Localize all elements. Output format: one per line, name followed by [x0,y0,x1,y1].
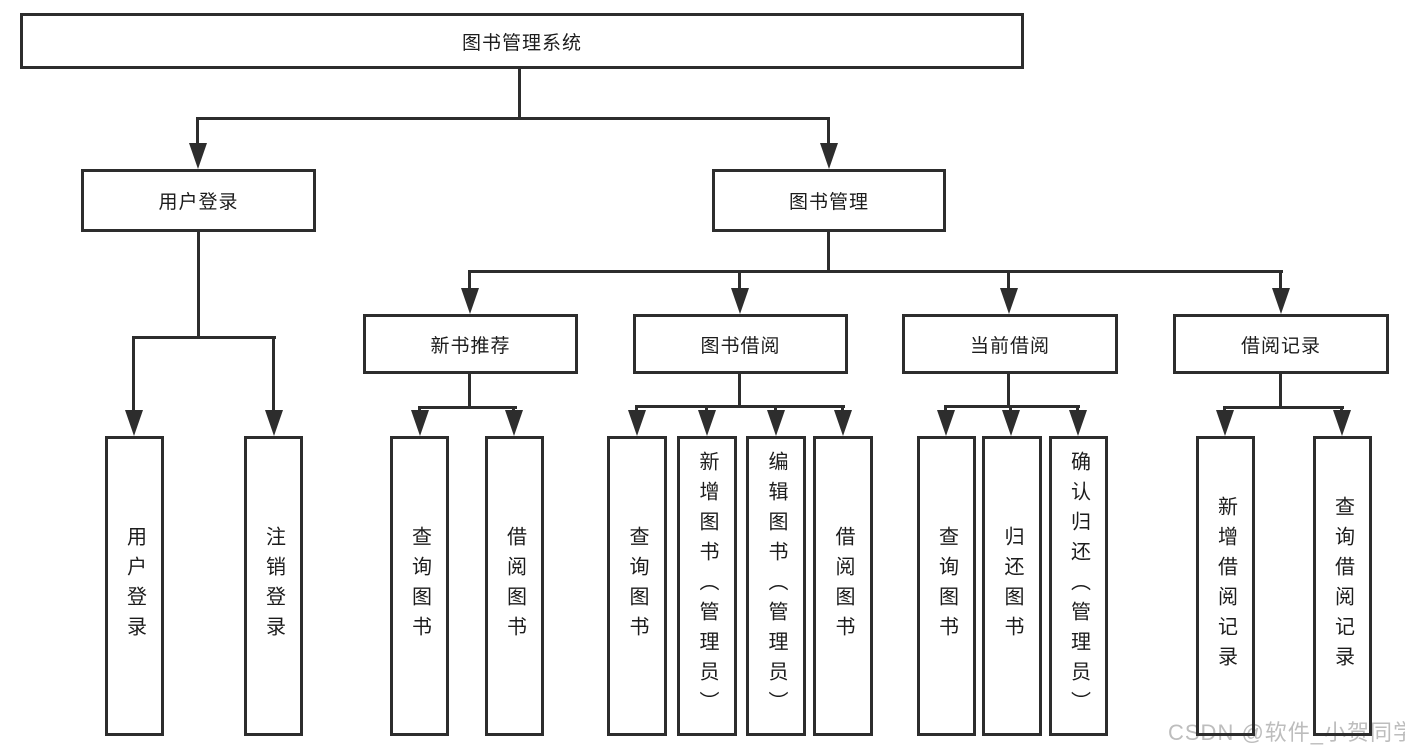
connector-stem [944,405,947,414]
connector-stem [468,270,471,292]
arrowhead-icon [1002,410,1020,436]
node-label: 新增借阅记录 [1214,496,1237,676]
node-logout: 注销登录 [244,436,303,736]
node-label: 图书管理 [788,192,869,213]
connector-stem [196,117,199,147]
node-label: 归还图书 [1001,526,1023,646]
connector-book-borrowing-trunk [738,374,741,407]
connector-stem [1009,405,1012,414]
csdn-watermark: CSDN @软件_小贺同学 [1168,720,1405,745]
arrowhead-icon [628,410,646,436]
connector-current-borrowing-trunk [1007,374,1010,407]
node-label: 查询图书 [626,526,648,646]
connector-stem [1279,270,1282,292]
connector-new-book-trunk [468,374,471,408]
arrowhead-icon [767,410,785,436]
connector-stem [738,270,741,292]
connector-stem [1007,270,1010,292]
node-label: 查询图书 [935,526,958,646]
arrowhead-icon [1000,288,1018,314]
node-borrow-books: 借阅图书 [813,436,873,736]
arrowhead-icon [125,410,143,436]
node-query-books-recommend: 查询图书 [390,436,449,736]
node-label: 查询借阅记录 [1331,496,1354,676]
arrowhead-icon [1272,288,1290,314]
node-book-management: 图书管理 [712,169,946,232]
connector-book-borrowing-rail [635,405,845,408]
node-edit-books-admin: 编辑图书（管理员） [746,436,806,736]
node-label: 借阅记录 [1240,335,1321,357]
connector-root-trunk [518,69,521,117]
arrowhead-icon [834,410,852,436]
arrowhead-icon [189,143,207,169]
connector-book-management-trunk [827,232,830,273]
connector-level2-rail [196,117,830,120]
node-book-borrowing: 图书借阅 [633,314,848,374]
node-label: 图书借阅 [700,335,781,357]
arrowhead-icon [265,410,283,436]
node-new-book-recommendation: 新书推荐 [363,314,578,374]
connector-stem [1076,405,1079,414]
node-label: 新增图书（管理员） [696,451,718,721]
node-label: 借阅图书 [503,526,526,646]
arrowhead-icon [411,410,429,436]
connector-stem [272,336,275,414]
node-user-login: 用户登录 [81,169,316,232]
connector-stem [635,405,638,414]
node-query-borrowing-record: 查询借阅记录 [1313,436,1372,736]
node-label: 查询图书 [408,526,431,646]
connector-borrowing-records-trunk [1279,374,1282,408]
node-add-books-admin: 新增图书（管理员） [677,436,737,736]
connector-new-book-rail [418,406,517,409]
arrowhead-icon [1333,410,1351,436]
connector-stem [705,405,708,414]
node-label: 注销登录 [262,526,285,646]
arrowhead-icon [731,288,749,314]
node-label: 当前借阅 [969,335,1050,357]
arrowhead-icon [461,288,479,314]
node-label: 编辑图书（管理员） [765,451,787,721]
node-add-borrowing-record: 新增借阅记录 [1196,436,1255,736]
node-label: 图书管理系统 [461,32,582,54]
arrowhead-icon [820,143,838,169]
connector-stem [774,405,777,414]
connector-current-borrowing-rail [944,405,1080,408]
arrowhead-icon [698,410,716,436]
node-confirm-return-admin: 确认归还（管理员） [1049,436,1108,736]
connector-stem [132,336,135,414]
node-label: 用户登录 [158,192,239,213]
node-label: 确认归还（管理员） [1067,451,1090,721]
node-borrow-books-recommend: 借阅图书 [485,436,544,736]
node-query-books-current: 查询图书 [917,436,976,736]
connector-user-login-rail [132,336,276,339]
node-label: 用户登录 [123,526,146,646]
connector-level3-rail [468,270,1283,273]
connector-stem [841,405,844,414]
node-return-books: 归还图书 [982,436,1042,736]
arrowhead-icon [505,410,523,436]
connector-borrowing-records-rail [1223,406,1344,409]
node-library-management-system: 图书管理系统 [20,13,1024,69]
node-current-borrowing: 当前借阅 [902,314,1118,374]
arrowhead-icon [1069,410,1087,436]
node-query-books-borrowing: 查询图书 [607,436,667,736]
arrowhead-icon [937,410,955,436]
arrowhead-icon [1216,410,1234,436]
node-label: 借阅图书 [832,526,854,646]
connector-stem [827,117,830,147]
node-label: 新书推荐 [430,335,511,357]
node-user-login-leaf: 用户登录 [105,436,164,736]
connector-user-login-trunk [197,232,200,339]
node-borrowing-records: 借阅记录 [1173,314,1389,374]
